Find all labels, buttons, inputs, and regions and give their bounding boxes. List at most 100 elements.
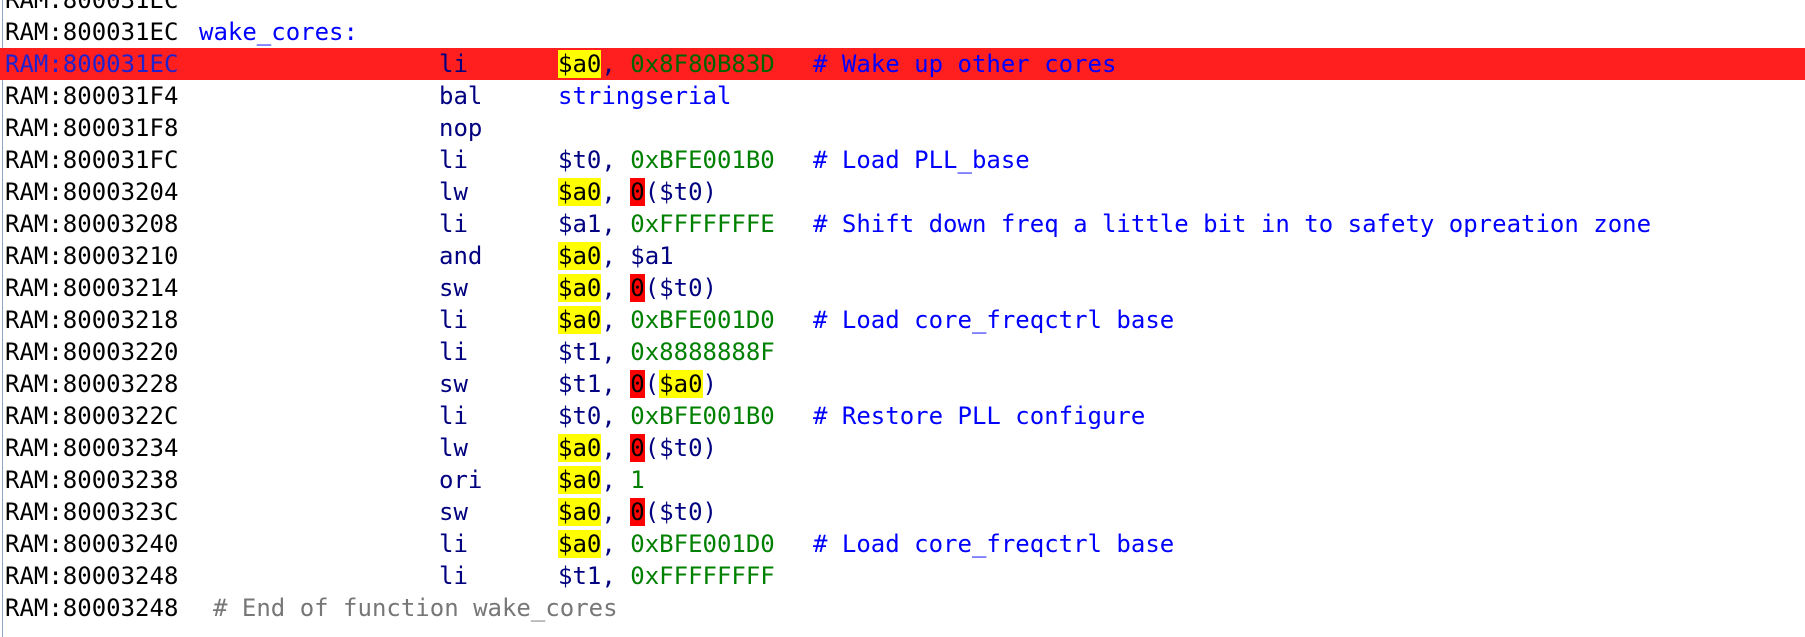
line-address[interactable]: RAM:80003210: [5, 242, 179, 270]
line-address[interactable]: RAM:800031EC: [5, 0, 179, 14]
register-operand[interactable]: $a0: [558, 306, 602, 334]
line-address[interactable]: RAM:80003208: [5, 210, 179, 238]
offset-operand[interactable]: 0: [630, 178, 645, 206]
listing-line[interactable]: RAM:80003204 lw $a0, 0($t0): [0, 176, 1805, 208]
instruction-operands[interactable]: $a0, 0x8F80B83D: [558, 48, 775, 80]
line-address[interactable]: RAM:80003248: [5, 562, 179, 590]
listing-line-partial[interactable]: RAM:800031EC: [0, 0, 1805, 16]
instruction-operands[interactable]: $a0, 0($t0): [558, 272, 717, 304]
immediate-operand[interactable]: 0xFFFFFFFF: [630, 562, 775, 590]
listing-line[interactable]: RAM:80003228 sw $t1, 0($a0): [0, 368, 1805, 400]
instruction-mnemonic[interactable]: li: [439, 402, 468, 430]
instruction-operands[interactable]: $t1, 0($a0): [558, 368, 717, 400]
instruction-mnemonic[interactable]: li: [439, 146, 468, 174]
instruction-operands[interactable]: $t0, 0xBFE001B0: [558, 144, 775, 176]
register-operand[interactable]: $t0: [558, 146, 602, 174]
line-address[interactable]: RAM:80003228: [5, 370, 179, 398]
instruction-mnemonic[interactable]: nop: [439, 114, 483, 142]
immediate-operand[interactable]: 0xBFE001D0: [630, 306, 775, 334]
instruction-operands[interactable]: $a0, 0($t0): [558, 496, 717, 528]
instruction-mnemonic[interactable]: lw: [439, 434, 468, 462]
instruction-mnemonic[interactable]: lw: [439, 178, 468, 206]
line-address[interactable]: RAM:80003218: [5, 306, 179, 334]
line-address[interactable]: RAM:80003220: [5, 338, 179, 366]
line-address[interactable]: RAM:80003204: [5, 178, 179, 206]
listing-line[interactable]: RAM:800031F4 bal stringserial: [0, 80, 1805, 112]
register-operand[interactable]: $a0: [558, 242, 602, 270]
register-operand[interactable]: $a0: [558, 50, 602, 78]
listing-line[interactable]: RAM:80003220 li $t1, 0x8888888F: [0, 336, 1805, 368]
immediate-operand[interactable]: 0xFFFFFFFE: [630, 210, 775, 238]
offset-operand[interactable]: 0: [630, 274, 645, 302]
instruction-mnemonic[interactable]: sw: [439, 498, 468, 526]
register-operand[interactable]: $t0: [659, 274, 703, 302]
register-operand[interactable]: $a0: [558, 434, 602, 462]
line-address[interactable]: RAM:80003248: [5, 594, 179, 622]
immediate-operand[interactable]: 0x8F80B83D: [630, 50, 775, 78]
instruction-mnemonic[interactable]: sw: [439, 370, 468, 398]
immediate-operand[interactable]: 0xBFE001B0: [630, 402, 775, 430]
function-label[interactable]: wake_cores:: [199, 18, 358, 46]
instruction-operands[interactable]: stringserial: [558, 80, 731, 112]
listing-line[interactable]: RAM:80003248 li $t1, 0xFFFFFFFF: [0, 560, 1805, 592]
line-address[interactable]: RAM:80003240: [5, 530, 179, 558]
immediate-operand[interactable]: 1: [630, 466, 645, 494]
register-operand[interactable]: $a0: [659, 370, 703, 398]
instruction-mnemonic[interactable]: and: [439, 242, 483, 270]
instruction-operands[interactable]: $a0, 0($t0): [558, 176, 717, 208]
register-operand[interactable]: $a0: [558, 274, 602, 302]
instruction-mnemonic[interactable]: li: [439, 530, 468, 558]
instruction-operands[interactable]: $a0, 1: [558, 464, 645, 496]
immediate-operand[interactable]: 0xBFE001D0: [630, 530, 775, 558]
instruction-mnemonic[interactable]: bal: [439, 82, 483, 110]
instruction-operands[interactable]: $a0, 0xBFE001D0: [558, 528, 775, 560]
offset-operand[interactable]: 0: [630, 498, 645, 526]
register-operand[interactable]: $a1: [630, 242, 674, 270]
register-operand[interactable]: $t0: [558, 402, 602, 430]
line-address[interactable]: RAM:8000322C: [5, 402, 179, 430]
line-address[interactable]: RAM:800031EC: [5, 50, 179, 78]
instruction-mnemonic[interactable]: li: [439, 50, 468, 78]
line-address[interactable]: RAM:800031F4: [5, 82, 179, 110]
instruction-mnemonic[interactable]: li: [439, 562, 468, 590]
line-address[interactable]: RAM:80003234: [5, 434, 179, 462]
symbol-operand[interactable]: stringserial: [558, 82, 732, 110]
register-operand[interactable]: $a0: [558, 466, 602, 494]
register-operand[interactable]: $a0: [558, 498, 602, 526]
instruction-operands[interactable]: $a0, 0($t0): [558, 432, 717, 464]
register-operand[interactable]: $t1: [558, 370, 602, 398]
line-address[interactable]: RAM:8000323C: [5, 498, 179, 526]
line-address[interactable]: RAM:800031FC: [5, 146, 179, 174]
listing-end-line[interactable]: RAM:80003248 # End of function wake_core…: [0, 592, 1805, 624]
instruction-mnemonic[interactable]: li: [439, 338, 468, 366]
instruction-operands[interactable]: $t0, 0xBFE001B0: [558, 400, 775, 432]
register-operand[interactable]: $t0: [659, 434, 703, 462]
instruction-operands[interactable]: $t1, 0xFFFFFFFF: [558, 560, 775, 592]
instruction-operands[interactable]: $t1, 0x8888888F: [558, 336, 775, 368]
listing-line[interactable]: RAM:80003234 lw $a0, 0($t0): [0, 432, 1805, 464]
instruction-mnemonic[interactable]: li: [439, 306, 468, 334]
offset-operand[interactable]: 0: [630, 434, 645, 462]
offset-operand[interactable]: 0: [630, 370, 645, 398]
instruction-mnemonic[interactable]: ori: [439, 466, 483, 494]
listing-line[interactable]: RAM:80003210 and $a0, $a1: [0, 240, 1805, 272]
register-operand[interactable]: $t1: [558, 562, 602, 590]
register-operand[interactable]: $t0: [659, 178, 703, 206]
instruction-operands[interactable]: $a0, 0xBFE001D0: [558, 304, 775, 336]
listing-line[interactable]: RAM:8000323C sw $a0, 0($t0): [0, 496, 1805, 528]
register-operand[interactable]: $t1: [558, 338, 602, 366]
immediate-operand[interactable]: 0xBFE001B0: [630, 146, 775, 174]
immediate-operand[interactable]: 0x8888888F: [630, 338, 775, 366]
instruction-operands[interactable]: $a0, $a1: [558, 240, 674, 272]
register-operand[interactable]: $a1: [558, 210, 602, 238]
register-operand[interactable]: $a0: [558, 178, 602, 206]
